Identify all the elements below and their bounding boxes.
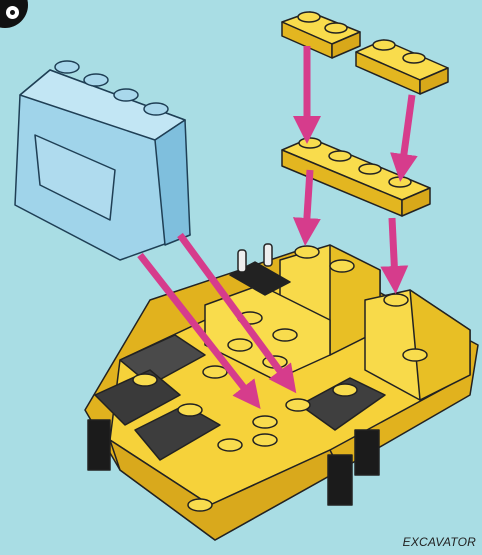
- windscreen-brick: [15, 61, 190, 260]
- yellow-base-assembly: [85, 244, 478, 540]
- model-name-caption: EXCAVATOR: [403, 535, 476, 549]
- plate-1x2-top-left: [282, 12, 360, 58]
- plate-1x2-top-right: [356, 40, 448, 94]
